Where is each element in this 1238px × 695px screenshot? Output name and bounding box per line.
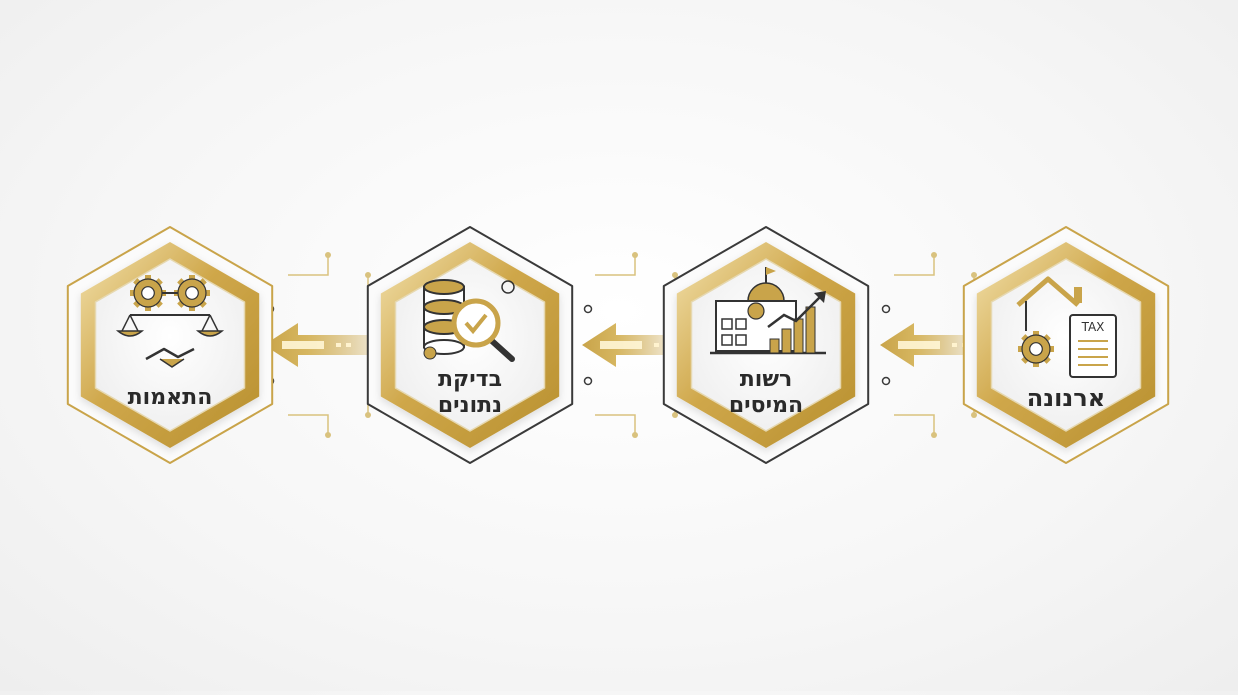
gear-icon	[174, 275, 210, 311]
hex-inner-face	[990, 258, 1142, 432]
database-magnifier-icon	[423, 279, 515, 362]
step-label-line: ארנונה	[1026, 384, 1106, 412]
circuit-node	[931, 432, 937, 438]
circuit-node	[325, 252, 331, 258]
step-label-arnona: ארנונה	[976, 385, 1156, 411]
gear-icon	[1018, 331, 1054, 367]
flow-arrow-1	[880, 252, 977, 438]
flow-arrow-dot	[654, 343, 659, 347]
step-label-line: רשות	[739, 367, 793, 392]
circuit-node	[583, 376, 593, 386]
flow-arrow-dot	[346, 343, 351, 347]
flow-arrow-dot	[952, 343, 957, 347]
step-label-line: בדיקת	[437, 367, 503, 392]
step-label-line: המיסים	[728, 393, 804, 418]
flow-arrow-3	[264, 252, 372, 438]
circuit-node	[672, 272, 678, 278]
step-label-reconciliation: התאמות	[80, 385, 260, 411]
hex-node-arnona	[962, 226, 1170, 464]
gear-icon	[130, 275, 166, 311]
government-building-chart-icon	[710, 267, 826, 355]
circuit-node	[325, 432, 331, 438]
hex-node-reconciliation	[66, 226, 274, 464]
circuit-node	[632, 252, 638, 258]
circuit-line	[894, 255, 935, 276]
circuit-node	[672, 412, 678, 418]
flow-arrow-highlight	[898, 341, 940, 349]
circuit-node	[365, 272, 371, 278]
flow-arrow-highlight	[600, 341, 642, 349]
flow-arrow-dot	[336, 343, 341, 347]
flow-arrow-highlight	[282, 341, 324, 349]
circuit-line	[288, 414, 329, 435]
flow-arrow-2	[582, 252, 678, 438]
circuit-line	[288, 255, 329, 276]
step-label-line: נתונים	[437, 393, 503, 418]
circuit-node	[931, 252, 937, 258]
hex-inner-face	[94, 258, 246, 432]
house-tax-gear-icon: TAX	[1016, 276, 1117, 378]
gears-scale-handshake-icon	[115, 275, 225, 368]
svg-text:TAX: TAX	[1081, 320, 1105, 334]
circuit-node	[971, 272, 977, 278]
circuit-node	[971, 412, 977, 418]
circuit-node	[365, 412, 371, 418]
circuit-node	[632, 432, 638, 438]
circuit-node	[881, 376, 891, 386]
circuit-line	[595, 255, 636, 276]
circuit-node	[583, 304, 593, 314]
circuit-line	[894, 414, 935, 435]
circuit-node	[881, 304, 891, 314]
step-label-line: התאמות	[127, 385, 213, 410]
circuit-line	[595, 414, 636, 435]
